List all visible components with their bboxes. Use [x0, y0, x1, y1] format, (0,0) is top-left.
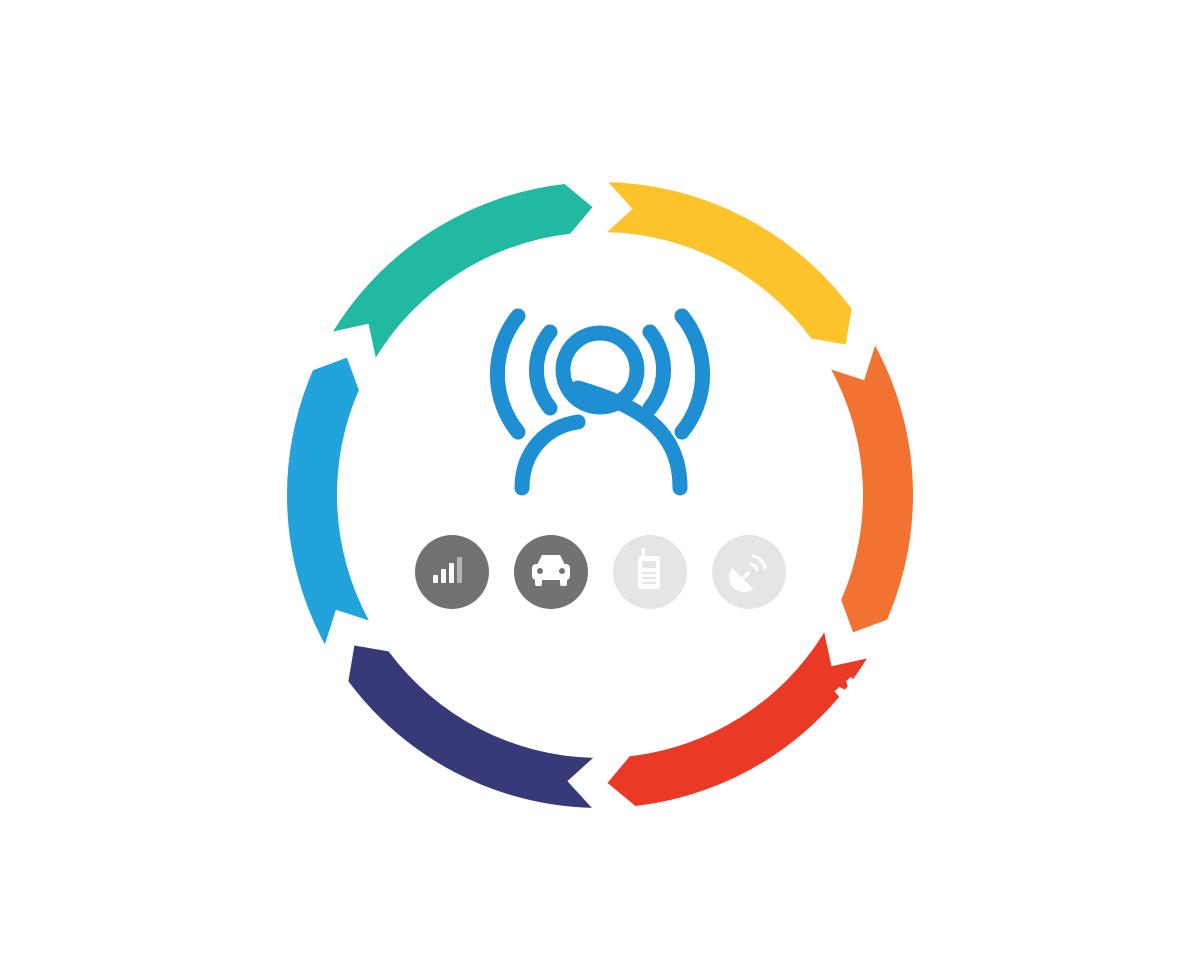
stage-labels: Approval Real Time Data Monitoring Respo…	[242, 134, 959, 852]
stage-segment-response	[607, 632, 867, 806]
broadcast-person-icon	[489, 308, 711, 496]
stage-label-response: Response	[518, 809, 670, 851]
stage-label-approval: Approval	[533, 134, 675, 175]
stage-segment-approval	[333, 184, 593, 358]
cycle-ring	[286, 182, 914, 808]
walkie-talkie-icon	[613, 535, 687, 609]
stage-segment-report-auditing	[348, 645, 594, 808]
satellite-dish-icon	[712, 535, 786, 609]
feature-icons-row	[415, 535, 786, 609]
stage-segment-real-time-data	[606, 182, 852, 345]
stage-segment-plan-activity	[286, 357, 369, 645]
car-icon	[514, 535, 588, 609]
signal-bars-icon	[415, 535, 489, 609]
stage-segment-monitoring	[831, 345, 914, 633]
